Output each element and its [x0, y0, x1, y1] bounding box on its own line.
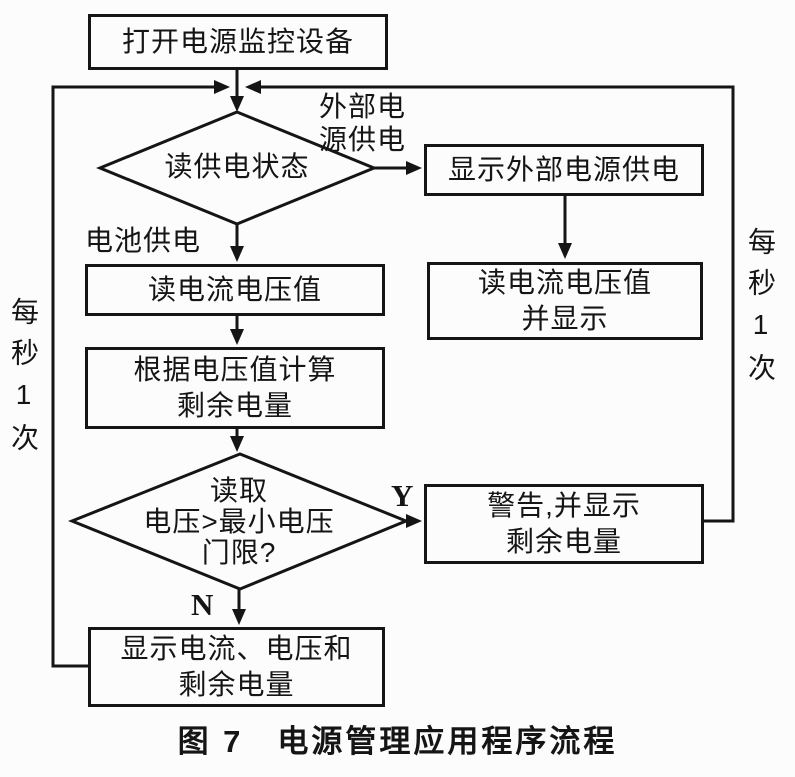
- branch-label-external-line1: 外部电: [319, 91, 407, 122]
- node-calc-remaining-line1: 根据电压值计算: [133, 354, 337, 385]
- decision-voltage-check-line1: 读取: [209, 475, 268, 506]
- decision-voltage-check-line2: 电压>最小电压: [143, 506, 335, 537]
- label-right-loop-rate: 每秒1次: [745, 227, 776, 394]
- node-warn: 警告,并显示 剩余电量: [424, 484, 704, 564]
- node-calc-remaining-line2: 剩余电量: [176, 390, 293, 421]
- decision-read-power-state-label: 读供电状态: [164, 151, 310, 182]
- node-show-external: 显示外部电源供电: [424, 144, 704, 196]
- node-warn-line1: 警告,并显示: [487, 490, 641, 521]
- node-start-label: 打开电源监控设备: [121, 26, 354, 57]
- figure-caption: 图 7 电源管理应用程序流程: [177, 724, 618, 759]
- branch-label-external-line2: 源供电: [319, 124, 407, 155]
- node-read-iv-display-line1: 读电流电压值: [477, 267, 652, 298]
- node-start: 打开电源监控设备: [88, 14, 388, 70]
- node-read-iv: 读电流电压值: [85, 264, 385, 316]
- label-yes: Y: [391, 478, 414, 513]
- label-left-loop-rate: 每秒1次: [8, 297, 39, 464]
- node-read-iv-label: 读电流电压值: [147, 274, 322, 305]
- node-show-all-line2: 剩余电量: [178, 669, 295, 700]
- decision-voltage-check-line3: 门限?: [201, 537, 277, 568]
- node-show-all-line1: 显示电流、电压和: [120, 633, 353, 664]
- branch-label-battery: 电池供电: [85, 225, 202, 256]
- node-show-all: 显示电流、电压和 剩余电量: [88, 627, 385, 707]
- node-show-external-label: 显示外部电源供电: [447, 154, 680, 185]
- decision-voltage-check-label: 读取 电压>最小电压 门限?: [89, 475, 389, 568]
- label-no: N: [191, 587, 214, 622]
- node-warn-line2: 剩余电量: [505, 526, 622, 557]
- node-calc-remaining: 根据电压值计算 剩余电量: [85, 347, 385, 429]
- node-read-iv-display-line2: 并显示: [521, 303, 609, 334]
- branch-label-external: 外部电 源供电: [319, 90, 406, 156]
- node-read-iv-display: 读电流电压值 并显示: [427, 262, 703, 340]
